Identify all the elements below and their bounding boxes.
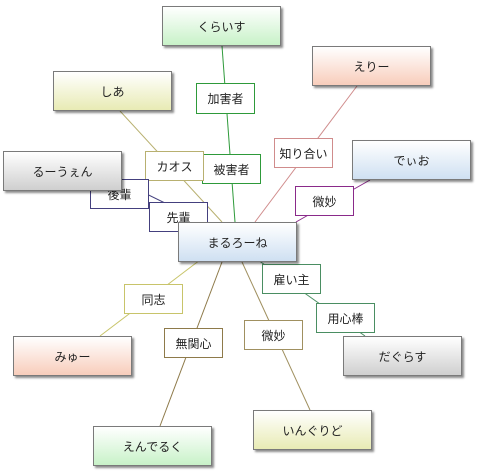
node-deio: でぃお bbox=[352, 140, 471, 180]
node-ruuen: るーうぇん bbox=[3, 151, 122, 191]
relation-label-kuraisu-inner: 被害者 bbox=[202, 154, 261, 184]
node-dagurasu: だぐらす bbox=[343, 336, 462, 376]
relation-label-eri: 知り合い bbox=[274, 138, 333, 168]
node-inguridu: いんぐりど bbox=[253, 410, 372, 450]
relation-label-shia: カオス bbox=[145, 151, 204, 181]
relation-label-myu: 同志 bbox=[124, 284, 183, 314]
relation-label-deio: 微妙 bbox=[295, 186, 354, 216]
node-enderuku: えんでるく bbox=[93, 426, 212, 466]
relation-label-inguridu: 微妙 bbox=[244, 320, 303, 350]
node-shia: しあ bbox=[53, 71, 172, 111]
relation-label-dagurasu-outer: 用心棒 bbox=[316, 303, 375, 333]
link-kuraisu bbox=[221, 45, 236, 223]
node-center: まるろーね bbox=[178, 222, 297, 262]
relation-label-enderuku: 無関心 bbox=[164, 328, 223, 358]
relation-label-kuraisu-outer: 加害者 bbox=[196, 83, 255, 114]
relation-label-dagurasu-inner: 雇い主 bbox=[262, 264, 321, 294]
node-kuraisu: くらいす bbox=[162, 6, 281, 46]
node-myu: みゅー bbox=[13, 336, 132, 376]
node-eri: えりー bbox=[312, 46, 431, 86]
